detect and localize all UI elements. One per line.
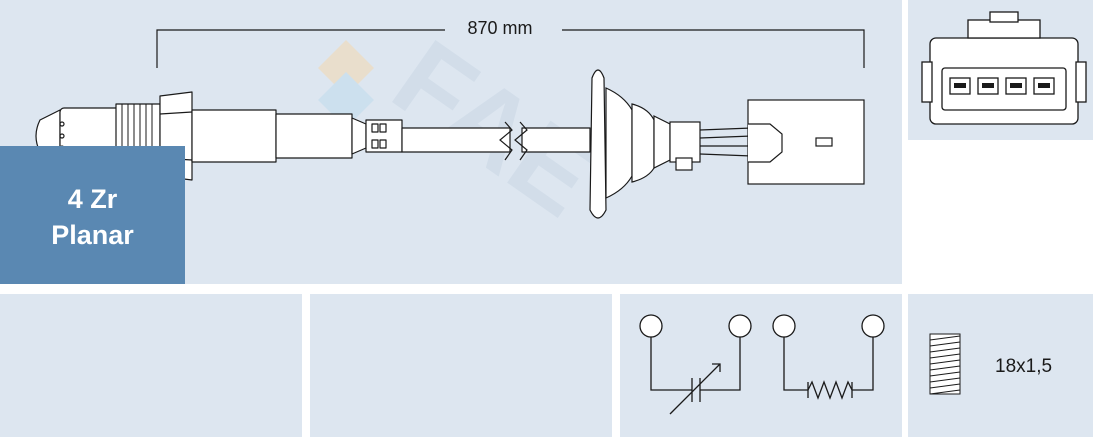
circuit-diagram-panel	[620, 294, 902, 437]
cable-length-label: 870 mm	[467, 18, 533, 38]
thread-size-panel: 18x1,5	[908, 294, 1093, 437]
spec-line-2: Planar	[51, 220, 134, 250]
connector-4pin-icon	[921, 11, 1087, 125]
circuit-diagram	[639, 314, 885, 415]
empty-panel-2	[310, 294, 612, 437]
spec-line-1: 4 Zr	[67, 184, 118, 214]
sensor-spec-panel: 4 Zr Planar	[0, 146, 185, 284]
sensor-cable	[401, 127, 511, 153]
lambda-cell-symbol-icon	[639, 314, 752, 415]
sensor-body	[191, 109, 277, 163]
cable-grommet	[589, 69, 701, 219]
length-dimension-line	[156, 29, 865, 68]
connector-view-panel	[908, 0, 1093, 140]
heater-resistor-symbol-icon	[772, 314, 885, 400]
cable-break-marks	[499, 121, 528, 161]
thread-size-label: 18x1,5	[995, 356, 1053, 377]
empty-panel-1	[0, 294, 302, 437]
thread-icon	[929, 333, 961, 395]
sensor-connector-plug	[747, 99, 865, 185]
